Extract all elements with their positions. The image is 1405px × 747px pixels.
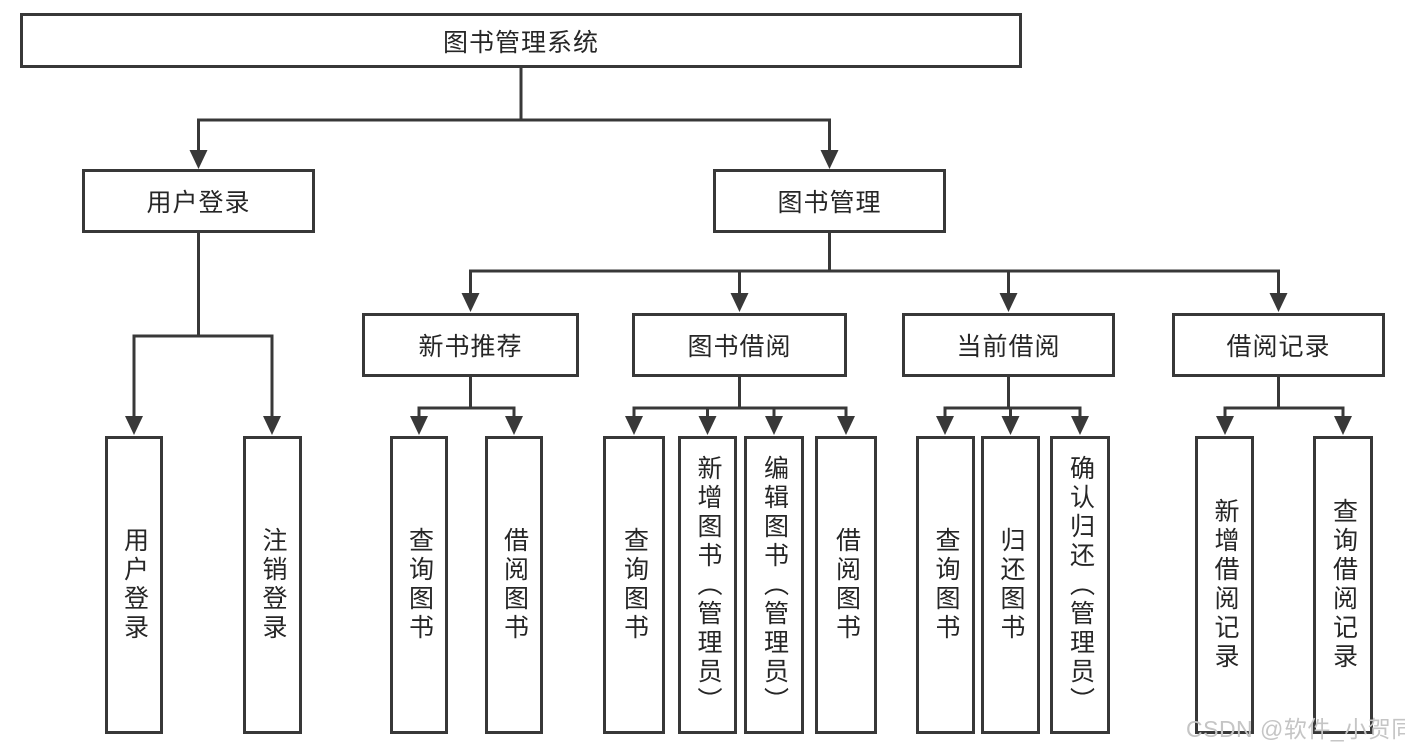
arrowhead xyxy=(1269,293,1288,312)
arrowhead xyxy=(820,150,839,169)
node-book-management: 图书管理 xyxy=(713,169,946,233)
arrowheads xyxy=(125,150,1352,435)
node-label: 图书借阅 xyxy=(687,333,792,361)
arrowhead xyxy=(1071,416,1089,435)
node-user-login: 用户登录 xyxy=(82,169,315,233)
leaf-query-books-recommend: 查询图书 xyxy=(390,436,448,734)
leaf-label: 归还图书 xyxy=(997,527,1025,643)
arrowhead xyxy=(999,293,1018,312)
arrowhead xyxy=(410,416,428,435)
arrowhead xyxy=(263,416,281,435)
node-borrowing-records: 借阅记录 xyxy=(1172,313,1385,377)
connector-lines-path xyxy=(132,66,1345,422)
leaf-label: 新增图书（管理员） xyxy=(694,454,722,716)
node-current-borrowing: 当前借阅 xyxy=(902,313,1115,377)
leaf-edit-books-admin: 编辑图书（管理员） xyxy=(744,436,804,734)
arrowhead xyxy=(1216,416,1234,435)
leaf-query-books-borrowing: 查询图书 xyxy=(603,436,665,734)
node-label: 当前借阅 xyxy=(956,333,1061,361)
node-new-book-recommend: 新书推荐 xyxy=(362,313,579,377)
arrowhead xyxy=(837,416,855,435)
arrowhead xyxy=(189,150,208,169)
leaf-label: 注销登录 xyxy=(259,527,287,643)
arrowhead xyxy=(125,416,143,435)
arrowhead xyxy=(765,416,783,435)
node-library-management-system: 图书管理系统 xyxy=(20,13,1022,68)
leaf-confirm-return-admin: 确认归还（管理员） xyxy=(1050,436,1110,734)
leaf-query-borrow-record: 查询借阅记录 xyxy=(1313,436,1373,734)
leaf-label: 确认归还（管理员） xyxy=(1066,454,1095,716)
leaf-label: 用户登录 xyxy=(120,527,149,643)
leaf-user-login: 用户登录 xyxy=(105,436,163,734)
leaf-label: 借阅图书 xyxy=(500,527,529,643)
leaf-label: 查询图书 xyxy=(932,527,960,643)
node-label: 图书管理 xyxy=(777,189,882,217)
leaf-label: 新增借阅记录 xyxy=(1211,498,1239,672)
leaf-add-borrow-record: 新增借阅记录 xyxy=(1195,436,1254,734)
arrowhead xyxy=(1001,416,1020,435)
leaf-label: 查询借阅记录 xyxy=(1329,498,1358,672)
arrowhead xyxy=(698,416,717,435)
arrowhead xyxy=(625,416,643,435)
leaf-borrow-books-recommend: 借阅图书 xyxy=(485,436,543,734)
watermark: CSDN @软件_小贺同学 xyxy=(1186,716,1405,742)
arrowhead xyxy=(505,416,523,435)
arrowhead xyxy=(1334,416,1352,435)
leaf-logout: 注销登录 xyxy=(243,436,302,734)
leaf-label: 借阅图书 xyxy=(832,527,861,643)
leaf-label: 编辑图书（管理员） xyxy=(760,454,789,716)
leaf-return-books: 归还图书 xyxy=(981,436,1040,734)
arrowhead xyxy=(461,293,480,312)
node-label: 借阅记录 xyxy=(1226,333,1331,361)
leaf-query-books-current: 查询图书 xyxy=(916,436,975,734)
node-label: 用户登录 xyxy=(146,189,251,217)
arrowhead xyxy=(936,416,954,435)
leaf-label: 查询图书 xyxy=(620,527,649,643)
node-label: 新书推荐 xyxy=(418,333,523,361)
leaf-label: 查询图书 xyxy=(405,527,434,643)
arrowhead xyxy=(730,293,749,312)
leaf-borrow-books-borrowing: 借阅图书 xyxy=(815,436,877,734)
leaf-add-books-admin: 新增图书（管理员） xyxy=(678,436,737,734)
node-label: 图书管理系统 xyxy=(442,28,599,57)
node-book-borrowing: 图书借阅 xyxy=(632,313,847,377)
